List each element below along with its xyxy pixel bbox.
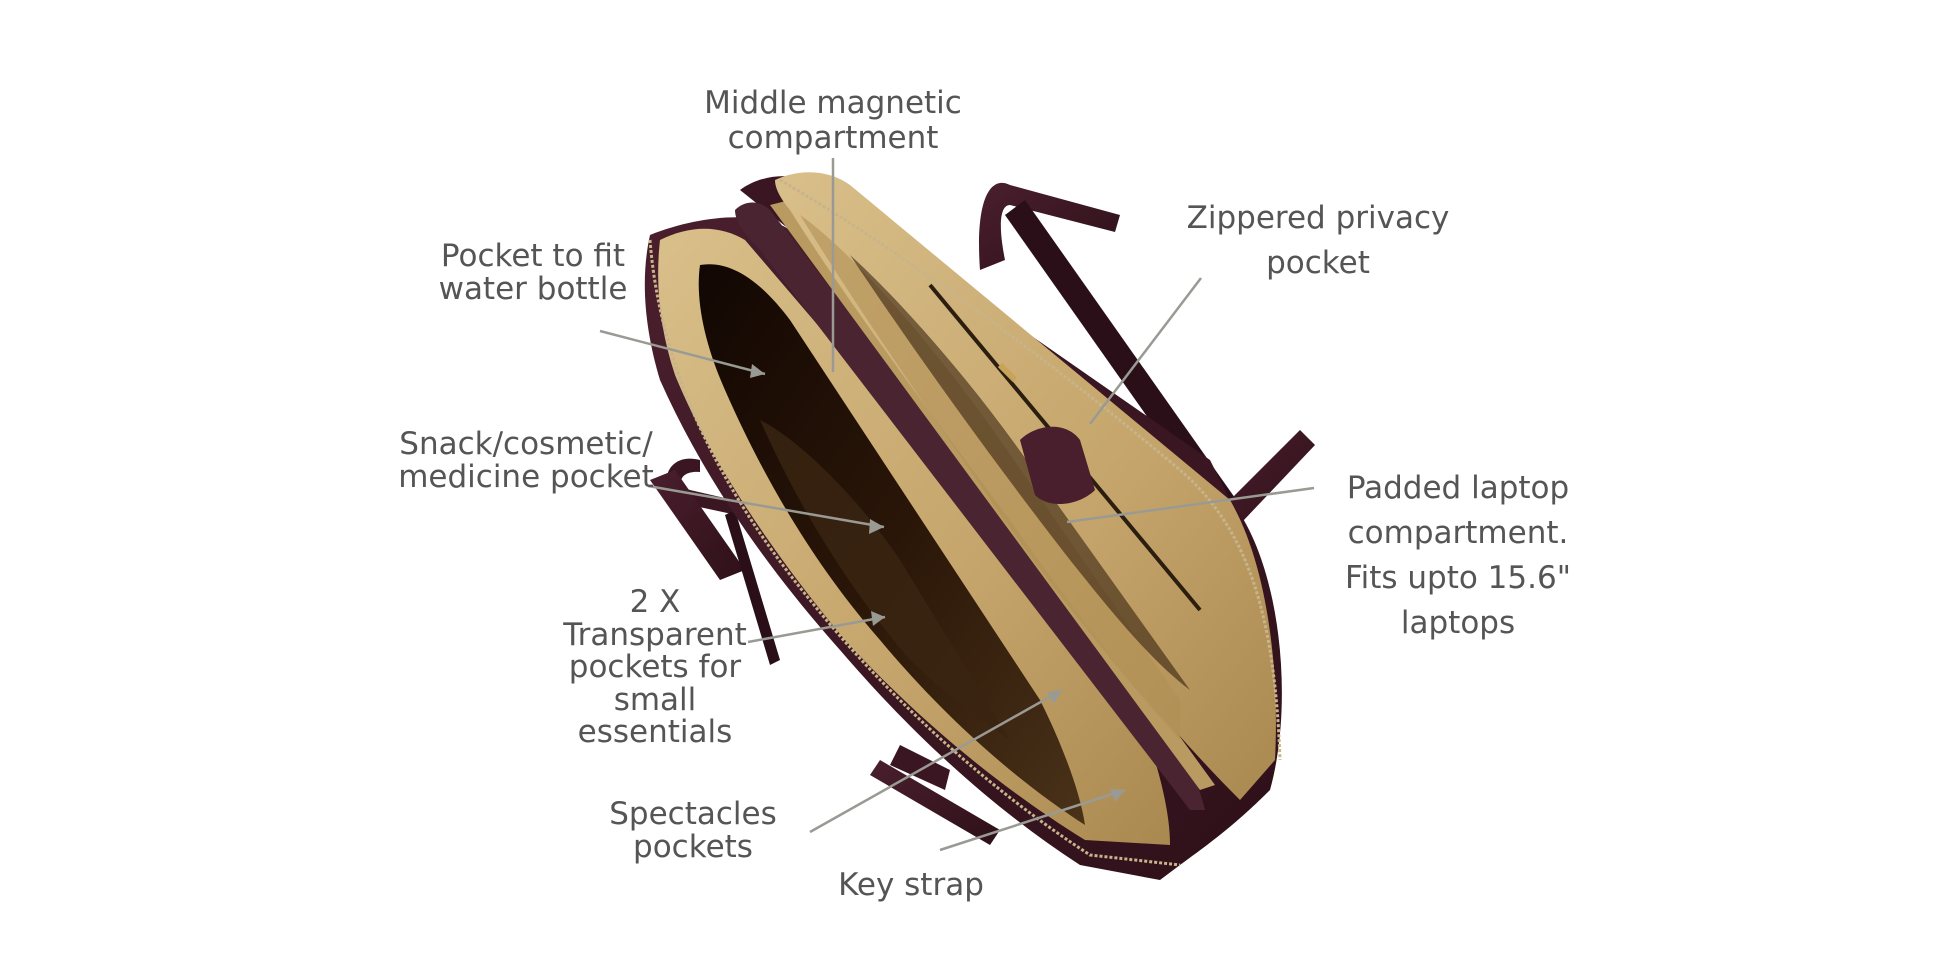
- leader-key-strap: [939, 788, 1126, 852]
- label-laptop: Padded laptop compartment. Fits upto 15.…: [1345, 470, 1571, 641]
- rear-laptop-compartment: [775, 172, 1282, 800]
- label-water-bottle: Pocket to fit water bottle: [438, 238, 628, 307]
- leader-snack-pocket: [647, 484, 885, 529]
- arrow-spectacles: [1047, 690, 1062, 704]
- label-spectacles: Spectacles pockets: [609, 796, 777, 865]
- leader-spectacles: [809, 688, 1063, 834]
- leader-arrowheads: [750, 364, 1125, 802]
- label-transparent: 2 X Transparent pockets for small essent…: [563, 584, 747, 751]
- front-compartment: [648, 228, 1181, 867]
- arrow-water-bottle: [750, 364, 765, 378]
- arrow-transparent: [871, 611, 885, 626]
- leader-transparent: [747, 615, 886, 644]
- label-middle-magnetic: Middle magnetic compartment: [704, 85, 962, 156]
- label-zippered-privacy: Zippered privacy pocket: [1186, 200, 1450, 281]
- leader-water-bottle: [599, 329, 766, 376]
- leader-zippered-privacy: [1089, 277, 1202, 425]
- arrow-key-strap: [1110, 789, 1125, 802]
- label-snack-pocket: Snack/cosmetic/ medicine pocket: [398, 426, 654, 495]
- leader-laptop: [1066, 486, 1315, 524]
- arrow-snack-pocket: [869, 519, 884, 534]
- leader-lines: [599, 158, 1315, 852]
- label-key-strap: Key strap: [838, 867, 984, 903]
